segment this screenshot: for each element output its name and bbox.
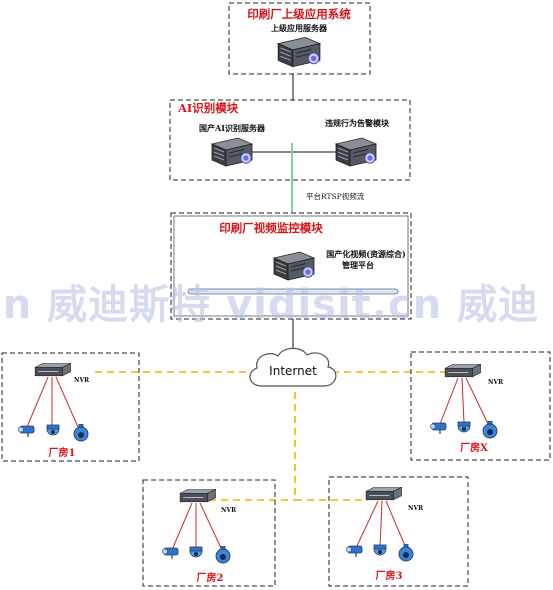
camera-icon	[17, 425, 35, 438]
nvr-label: NVR	[408, 505, 424, 512]
internet-label: Internet	[269, 364, 317, 378]
video-module-inner-frame	[173, 215, 409, 317]
camera-cable	[355, 500, 379, 549]
platform-label-line1: 国产化视频(资源综合)	[326, 249, 406, 259]
factory-frame	[1, 352, 140, 462]
platform-label-line2: 管理平台	[342, 260, 374, 270]
top-application-module: 印刷厂上级应用系统 上级应用服务器	[228, 2, 371, 75]
factory-name: 厂房X	[460, 441, 488, 454]
internet-cloud: Internet	[249, 347, 337, 387]
factory-frame	[328, 476, 469, 587]
camera-cable	[379, 500, 383, 548]
camera-cable	[26, 376, 49, 428]
camera-cable	[465, 377, 489, 425]
ptz-camera-icon	[215, 546, 231, 564]
server-icon	[335, 137, 377, 167]
dome-camera-icon	[189, 546, 203, 558]
ai-module-title: AI识别模块	[177, 101, 239, 115]
ai-server-label: 国产AI识别服务器	[199, 123, 266, 133]
factory-2: NVR 厂房2	[142, 479, 276, 587]
rtsp-stream-label: 平台RTSP视频流	[306, 191, 365, 201]
video-module-title: 印刷厂视频监控模块	[219, 221, 323, 235]
alarm-module-label: 违规行为告警模块	[325, 118, 390, 128]
server-icon	[211, 137, 253, 167]
factory-frame	[410, 351, 551, 461]
nvr-icon	[444, 364, 481, 378]
camera-cable	[439, 377, 459, 425]
factory-name: 厂房2	[197, 571, 224, 584]
top-server-label: 上级应用服务器	[271, 23, 328, 33]
camera-cable	[385, 500, 407, 549]
ptz-camera-icon	[398, 544, 414, 562]
factory-name: 厂房3	[376, 569, 403, 582]
ai-recognition-module: AI识别模块 国产AI识别服务器 违规行为告警模块	[169, 99, 411, 181]
camera-cable	[461, 377, 465, 424]
camera-icon	[429, 422, 447, 435]
dome-camera-icon	[457, 421, 471, 433]
factory-x: NVR 厂房X	[410, 351, 551, 461]
factory-1: NVR 厂房1	[1, 352, 140, 462]
camera-cable	[199, 502, 223, 551]
lan-bus-bar	[187, 288, 399, 295]
dome-camera-icon	[46, 424, 60, 436]
camera-cable	[55, 376, 79, 428]
nvr-label: NVR	[221, 507, 237, 514]
camera-cable	[171, 502, 193, 551]
nvr-label: NVR	[488, 379, 504, 386]
top-module-title: 印刷厂上级应用系统	[247, 7, 351, 21]
nvr-icon	[179, 489, 216, 503]
ptz-camera-icon	[73, 424, 89, 442]
factory-frame	[142, 479, 276, 587]
factory-3: NVR 厂房3	[328, 476, 469, 587]
cloud-icon	[249, 347, 337, 387]
dome-camera-icon	[373, 544, 387, 556]
ai-module-frame	[169, 99, 411, 181]
ptz-camera-icon	[482, 421, 498, 439]
camera-icon	[161, 547, 179, 560]
nvr-icon	[34, 363, 71, 377]
camera-icon	[345, 545, 363, 558]
video-monitoring-module: 印刷厂视频监控模块 国产化视频(资源综合) 管理平台	[170, 212, 412, 320]
nvr-icon	[365, 487, 402, 501]
nvr-label: NVR	[74, 377, 90, 384]
factory-name: 厂房1	[49, 446, 76, 459]
